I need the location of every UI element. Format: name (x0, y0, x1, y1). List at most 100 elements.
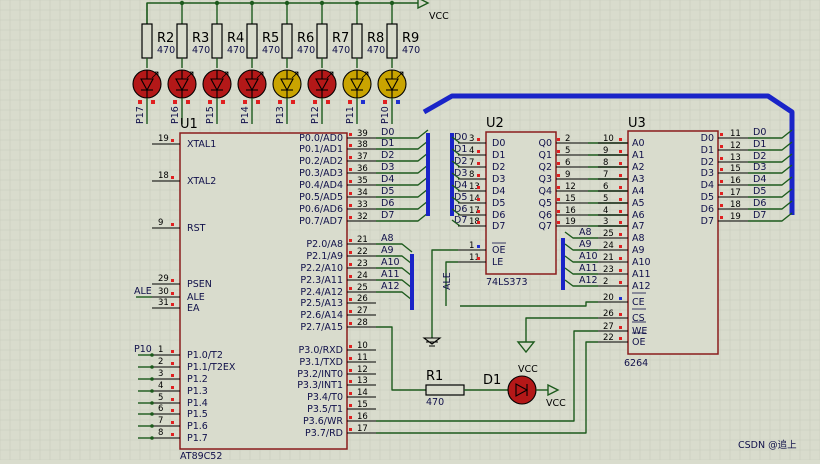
bus-entry[interactable] (451, 196, 461, 204)
pin-marker (349, 180, 352, 183)
led-triangle-icon (515, 383, 529, 397)
pin-marker (720, 216, 723, 219)
p27-to-r1[interactable] (376, 326, 426, 391)
u3-net-label: D6 (753, 198, 766, 209)
bus-entry[interactable] (451, 172, 461, 180)
u1-pin-num: 32 (357, 212, 368, 222)
u3-data-wire[interactable] (748, 176, 793, 186)
addr-wire[interactable] (376, 255, 413, 265)
addr-entry[interactable] (564, 243, 598, 251)
addr-wire[interactable] (376, 291, 413, 301)
u3-data-wire[interactable] (748, 200, 793, 210)
pin-marker (720, 133, 723, 136)
data-wire[interactable] (376, 164, 429, 174)
u1-pin-name: P2.0/A8 (306, 239, 343, 250)
data-wire[interactable] (376, 152, 429, 162)
u3-data-wire[interactable] (748, 212, 793, 222)
u1-pin-name: RST (187, 223, 206, 234)
resistor-R8[interactable] (351, 23, 363, 59)
u2-net-label: D4 (454, 180, 467, 191)
u3-data-wire[interactable] (748, 153, 793, 163)
data-wire[interactable] (376, 188, 429, 198)
light-ray-icon (256, 71, 264, 79)
u2-pin-num: 14 (469, 194, 480, 204)
u3-data-wire[interactable] (748, 129, 793, 139)
addr-wire[interactable] (376, 243, 413, 253)
data-wire[interactable] (376, 129, 429, 139)
wr-wire[interactable] (376, 330, 598, 422)
pin-marker (349, 428, 352, 431)
pin-marker (326, 100, 330, 104)
light-ray-icon (186, 71, 194, 79)
addr-entry[interactable] (564, 279, 598, 287)
oe-ground-wire[interactable] (431, 249, 458, 338)
u3-body[interactable] (627, 130, 719, 355)
cs-to-vcc[interactable] (525, 317, 598, 342)
resistor-R5[interactable] (246, 23, 258, 59)
u3-data-wire[interactable] (748, 188, 793, 198)
u2-body[interactable] (485, 131, 557, 275)
junction (150, 401, 154, 405)
data-wire[interactable] (376, 140, 429, 150)
u3-pin-num: 21 (603, 253, 614, 263)
u3-data-wire[interactable] (748, 141, 793, 151)
u3-pin-name: A2 (632, 162, 645, 173)
u1-pin-num: 1 (158, 345, 163, 355)
pin-marker (396, 100, 400, 104)
ce-wire[interactable] (460, 301, 598, 307)
u3-pin-name: CS (632, 313, 645, 324)
u1-net-label: A12 (381, 281, 400, 292)
vcc-label-top: VCC (429, 11, 449, 22)
u1-pin-name: P0.3/AD3 (299, 168, 343, 179)
u1-pin-name: P0.7/AD7 (299, 216, 343, 227)
rd-wire[interactable] (376, 341, 598, 434)
data-wire[interactable] (376, 212, 429, 222)
resistor-R6[interactable] (281, 23, 293, 59)
bus-entry[interactable] (451, 136, 461, 144)
resistor-R2[interactable] (141, 23, 153, 59)
pin-marker (291, 100, 295, 104)
resistor-R9[interactable] (386, 23, 398, 59)
u1-pin-name: P2.7/A15 (300, 322, 343, 333)
vcc-label-led: VCC (518, 364, 538, 375)
u2-pin-num: 11 (469, 253, 480, 263)
u1-pin-name: XTAL1 (187, 139, 216, 150)
data-wire[interactable] (376, 200, 429, 210)
resistor-R7[interactable] (316, 23, 328, 59)
data-wire[interactable] (376, 176, 429, 186)
resistor-R3[interactable] (176, 23, 188, 59)
pin-marker (208, 100, 212, 104)
u3-pin-name: D4 (701, 180, 714, 191)
bus-entry[interactable] (451, 208, 461, 216)
u3-data-wire[interactable] (748, 164, 793, 174)
bus-entry[interactable] (451, 219, 461, 227)
addr-entry[interactable] (564, 255, 598, 263)
bus-main[interactable] (422, 93, 795, 215)
u3-pin-name: A10 (632, 257, 651, 268)
resistor-R4[interactable] (211, 23, 223, 59)
watermark: CSDN @追上 (738, 439, 797, 451)
u1-pin-name: P3.7/RD (305, 428, 343, 439)
u1-pin-num: 26 (357, 294, 368, 304)
resistor-R1[interactable] (425, 384, 465, 396)
le-wire[interactable] (445, 261, 458, 300)
resistor-value: 470 (297, 45, 315, 56)
u1-pin-name: XTAL2 (187, 176, 216, 187)
pin-marker (720, 180, 723, 183)
led-D1[interactable] (507, 375, 537, 405)
addr-entry[interactable] (564, 231, 598, 239)
bus-entry[interactable] (451, 148, 461, 156)
u3-pin-num: 13 (730, 153, 741, 163)
addr-entry[interactable] (564, 267, 598, 275)
u3-pin-num: 16 (730, 176, 741, 186)
u1-pin-num: 14 (357, 388, 368, 398)
u2-pin-num: 12 (565, 182, 576, 192)
addr-wire[interactable] (376, 267, 413, 277)
bus-entry[interactable] (451, 184, 461, 192)
bus-entry[interactable] (451, 160, 461, 168)
addr-wire[interactable] (376, 279, 413, 289)
u3-pin-name: D0 (701, 133, 714, 144)
u1-body[interactable] (179, 132, 348, 450)
